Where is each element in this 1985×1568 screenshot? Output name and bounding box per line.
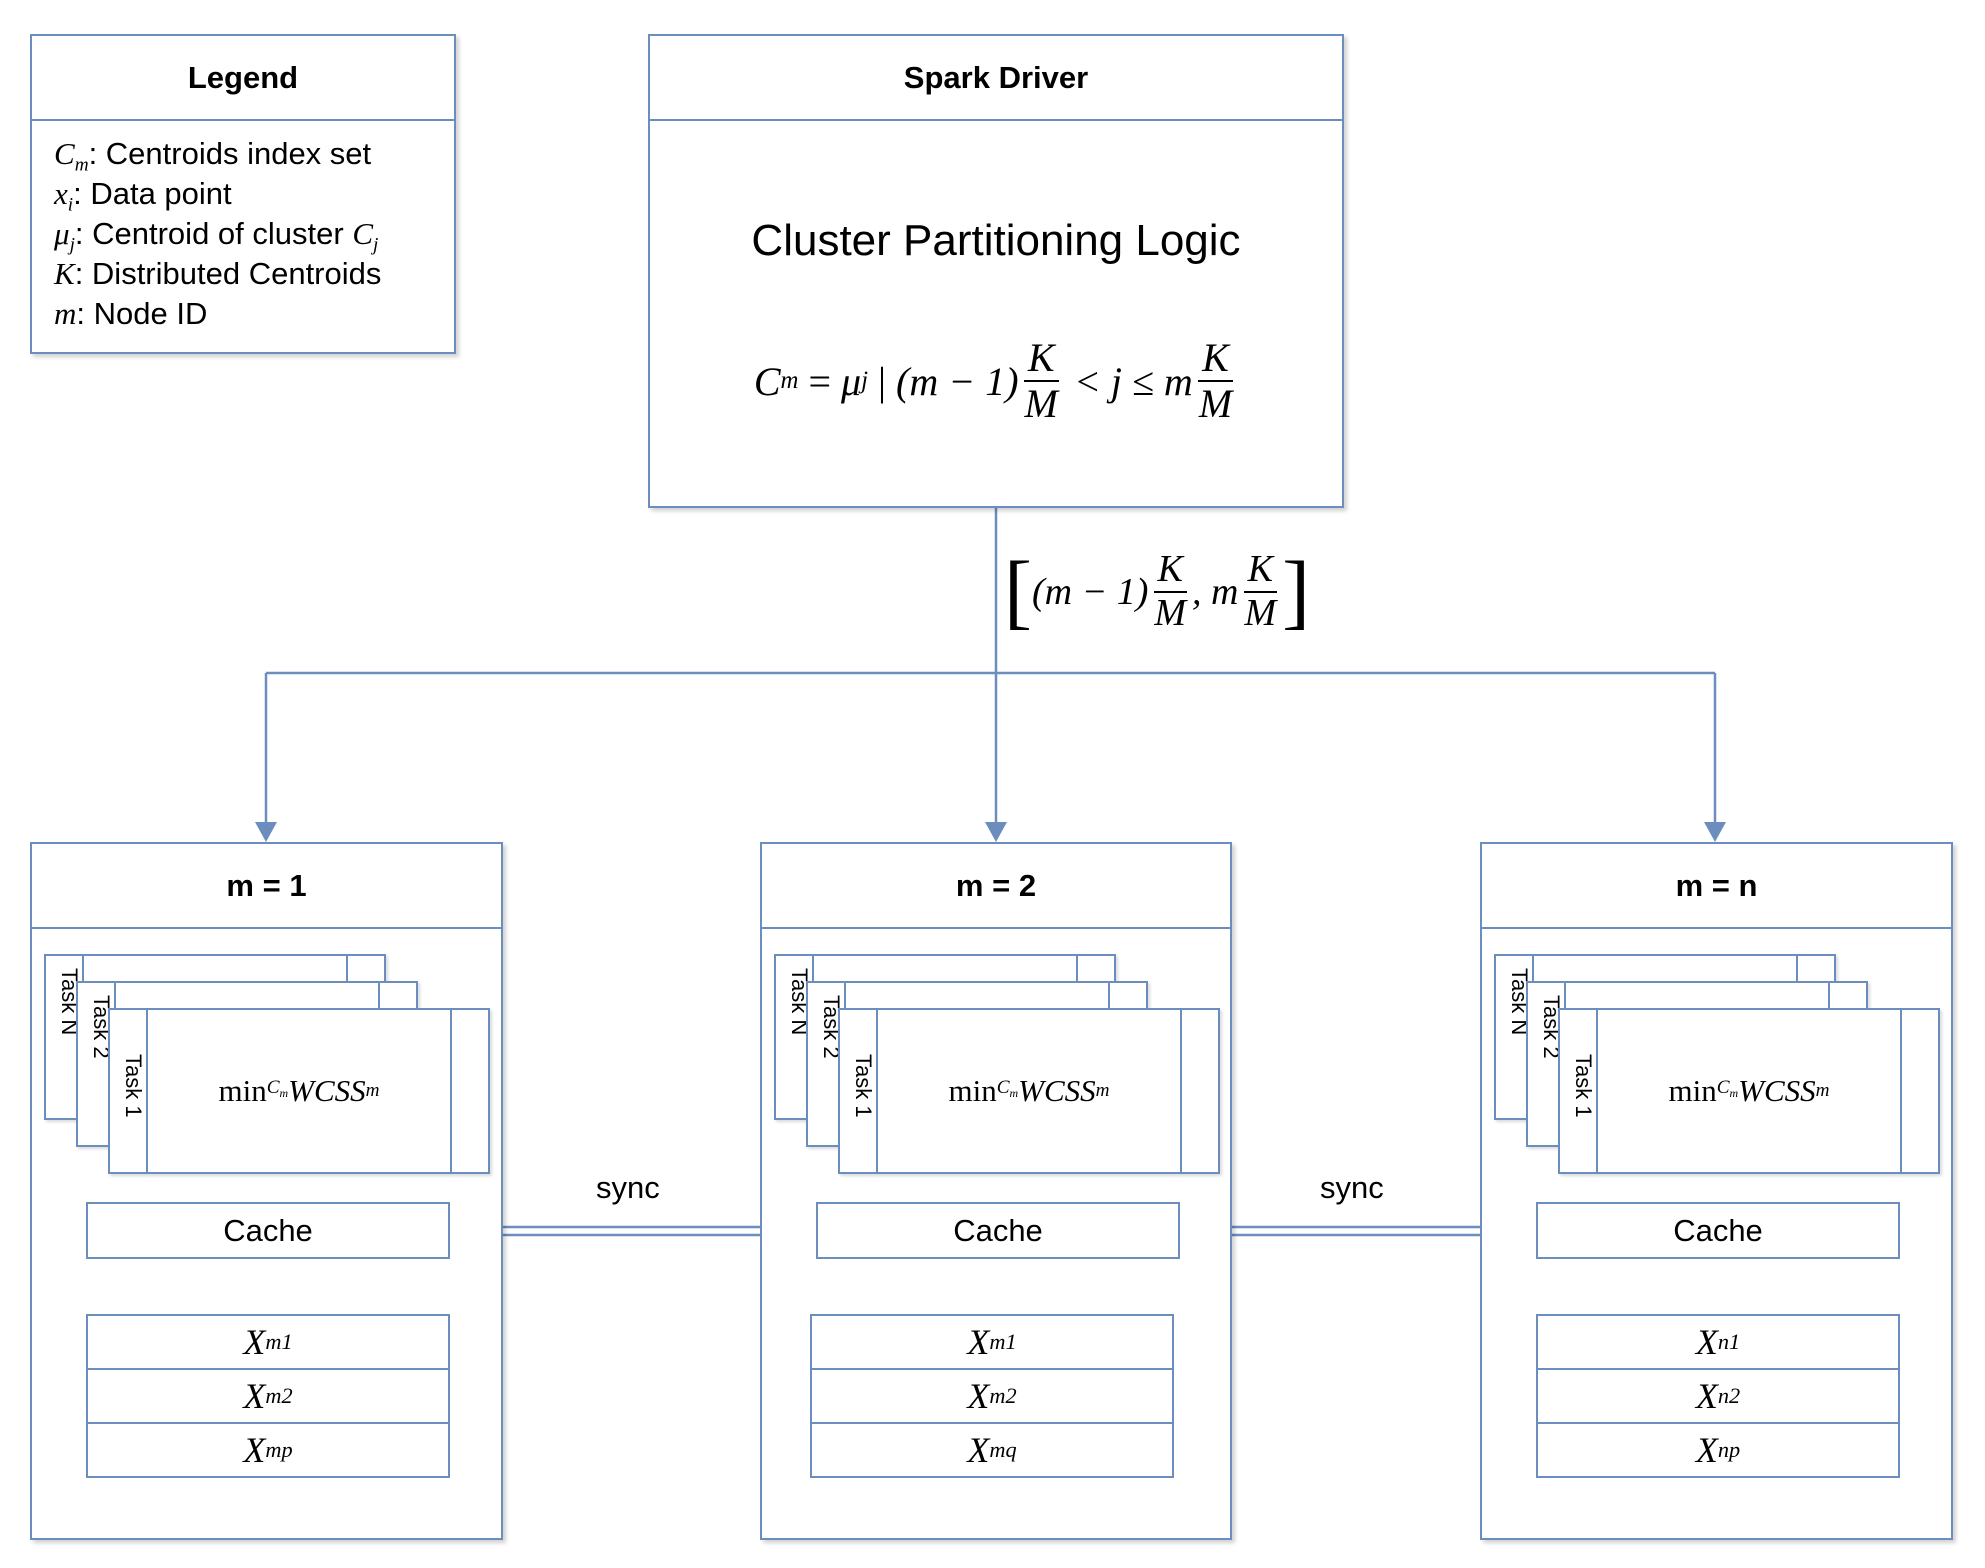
cache-box: Cache [86,1202,450,1259]
arrowhead-node-n [1704,822,1726,842]
legend-item-centroid-cluster: μj: Centroid of cluster Cj [54,216,379,256]
node-title: m = 1 [32,844,501,929]
legend-item-centroids-index: Cm: Centroids index set [54,136,372,176]
task-label: Task 1 [851,1054,876,1118]
legend-item-node-id: m: Node ID [54,296,208,331]
task-label: Task 1 [121,1054,146,1118]
legend-item-data-point: xi: Data point [54,176,232,216]
spark-driver-title: Spark Driver [650,36,1342,121]
arrowhead-node-2 [985,822,1007,842]
cache-box: Cache [1536,1202,1900,1259]
sync-label-2: sync [1320,1170,1384,1205]
legend-box: Legend Cm: Centroids index set xi: Data … [30,34,456,354]
node-title: m = n [1482,844,1951,929]
node-title: m = 2 [762,844,1230,929]
sync-label-1: sync [596,1170,660,1205]
task-label: Task 1 [1571,1054,1596,1118]
spark-driver-box: Spark Driver Cluster Partitioning Logic … [648,34,1344,508]
cache-box: Cache [816,1202,1180,1259]
partitioning-logic-title: Cluster Partitioning Logic [751,216,1241,265]
legend-item-distributed-centroids: K: Distributed Centroids [54,256,382,291]
legend-title: Legend [32,36,454,121]
arrowhead-node-1 [255,822,277,842]
